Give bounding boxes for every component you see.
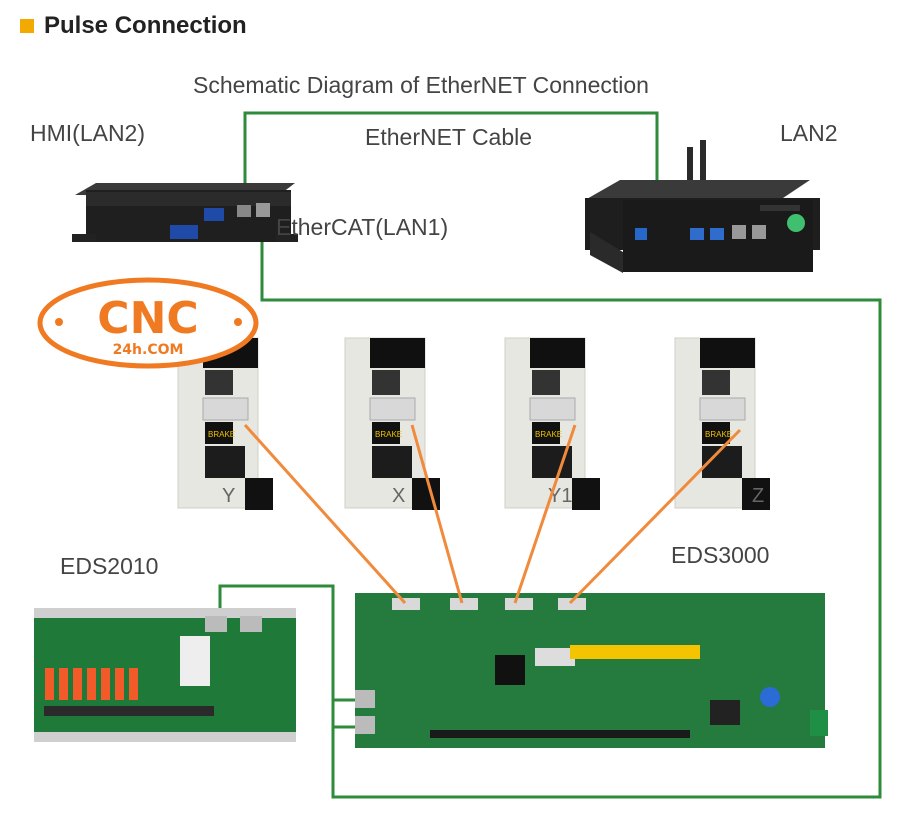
eds2010-board	[34, 608, 296, 742]
ethernet-cable-line	[243, 111, 659, 210]
drive-z-brake-label: BRAKE	[705, 430, 732, 439]
eds3000-label: EDS3000	[671, 542, 770, 568]
cnc24h-logo: CNC 24h.COM	[37, 277, 259, 369]
ethercat-loop-line	[218, 212, 882, 799]
network-lines	[218, 111, 882, 799]
drive-y	[177, 337, 273, 510]
ethercat-label: EtherCAT(LAN1)	[276, 214, 449, 240]
section-heading: Pulse Connection	[20, 12, 247, 40]
hmi-device	[72, 183, 298, 242]
pulse-cables	[243, 423, 742, 605]
pulse-cable-z	[568, 428, 742, 605]
drive-x-brake-label: BRAKE	[375, 430, 402, 439]
ethernet-cable-label: EtherNET Cable	[365, 124, 533, 150]
drive-x	[344, 337, 440, 510]
eds3000-board	[355, 593, 828, 748]
drive-y1	[504, 337, 600, 510]
drive-z-axis-label: Z	[752, 485, 764, 507]
eds2010-label: EDS2010	[60, 553, 159, 579]
lan2-label: LAN2	[780, 120, 838, 146]
pulse-cable-y1	[513, 424, 577, 604]
drive-x-axis-label: X	[392, 485, 405, 507]
drive-y1-brake-label: BRAKE	[535, 430, 562, 439]
pulse-cable-y	[243, 423, 407, 605]
svg-text:CNC: CNC	[97, 293, 198, 344]
heading-bullet-icon	[20, 19, 34, 33]
drive-y-axis-label: Y	[222, 485, 235, 507]
lan2-device	[585, 140, 820, 273]
pulse-cable-x	[410, 424, 464, 604]
diagram-title: Schematic Diagram of EtherNET Connection	[193, 72, 649, 98]
hmi-label: HMI(LAN2)	[30, 120, 146, 146]
svg-text:24h.COM: 24h.COM	[113, 342, 184, 358]
drive-y-brake-label: BRAKE	[208, 430, 235, 439]
drive-z	[674, 337, 770, 510]
page-title: Pulse Connection	[44, 12, 247, 39]
